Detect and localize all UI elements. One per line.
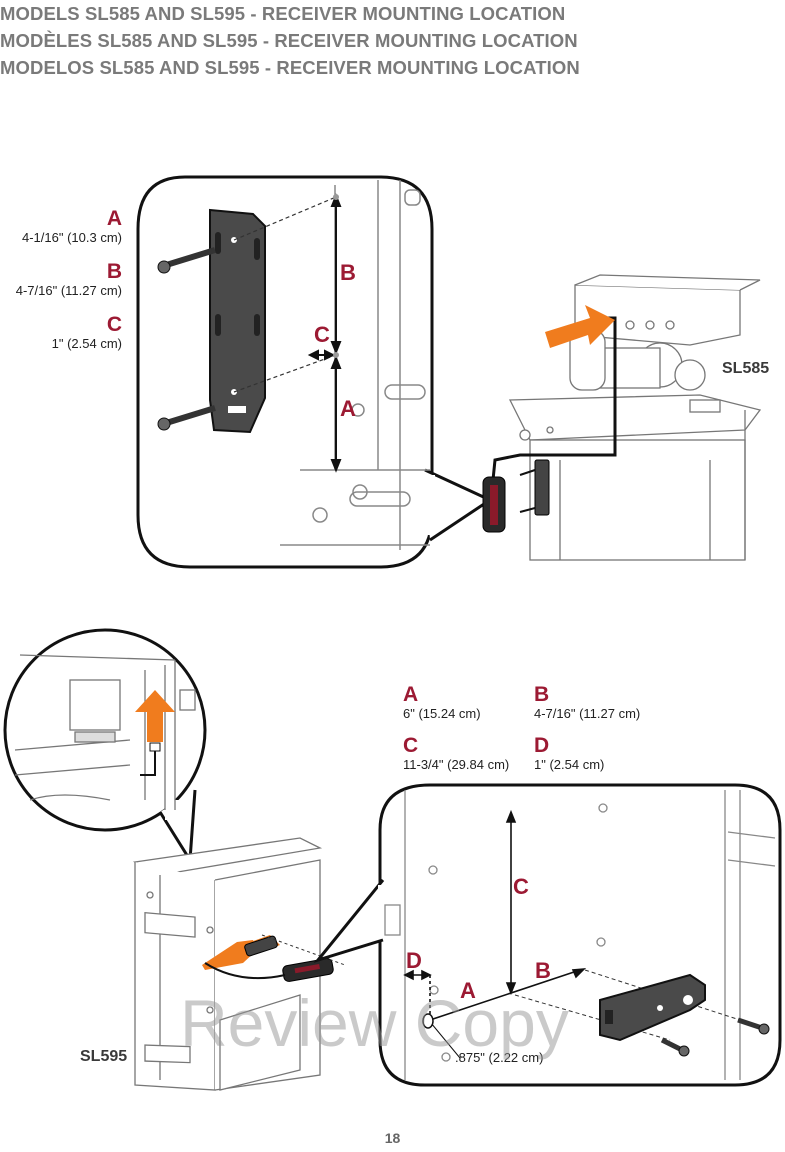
dim-letter: B xyxy=(534,683,550,706)
title-french: MODÈLES SL585 AND SL595 - RECEIVER MOUNT… xyxy=(0,30,578,51)
dim-letter: A xyxy=(106,207,122,230)
title-spanish: MODELOS SL585 AND SL595 - RECEIVER MOUNT… xyxy=(0,57,580,78)
sl595-callout-a: A xyxy=(460,978,476,1003)
review-copy-watermark: Review Copy xyxy=(180,986,569,1060)
dim-letter: C xyxy=(106,313,122,336)
sl585-dim-b: B 4-7/16" (11.27 cm) xyxy=(0,261,122,299)
sl595-model-label: SL595 xyxy=(80,1048,128,1065)
title-english: MODELS SL585 AND SL595 - RECEIVER MOUNTI… xyxy=(0,3,566,24)
sl595-detail-frame xyxy=(384,790,776,1080)
sl595-circle-callout xyxy=(3,628,207,865)
sl595-dim-d: D 1" (2.54 cm) xyxy=(534,735,604,773)
dim-value: 1" (2.54 cm) xyxy=(51,336,122,351)
sl585-hole-bottom xyxy=(333,352,339,358)
sl585-orange-arrow xyxy=(545,305,615,348)
dim-letter: A xyxy=(403,683,419,706)
sl585-operator-unit xyxy=(508,274,762,561)
dim-letter: D xyxy=(534,734,550,757)
sl585-dim-legend: A 4-1/16" (10.3 cm) B 4-7/16" (11.27 cm)… xyxy=(0,208,122,352)
sl585-receiver-and-wire xyxy=(482,316,617,533)
sl585-callout-bubble xyxy=(136,175,494,569)
sl595-dimension-lines xyxy=(403,809,587,1059)
sl585-model-label: SL585 xyxy=(722,360,770,377)
dim-value: 1" (2.54 cm) xyxy=(534,757,605,772)
sl595-drill-hole xyxy=(422,1013,434,1029)
sl585-callout-a: A xyxy=(340,396,356,421)
sl595-bracket-and-receiver xyxy=(202,934,346,982)
dim-letter: B xyxy=(106,260,122,283)
dim-value: 4-7/16" (11.27 cm) xyxy=(534,706,641,721)
sl595-callout-b: B xyxy=(535,958,551,983)
page-titles: MODELS SL585 AND SL595 - RECEIVER MOUNTI… xyxy=(0,0,580,81)
sl585-alignment-lines xyxy=(233,196,337,393)
sl585-receiver-bracket xyxy=(209,208,266,434)
sl585-dim-c: C 1" (2.54 cm) xyxy=(0,314,122,352)
sl595-callout-d: D xyxy=(406,948,422,973)
dim-value: 11-3/4" (29.84 cm) xyxy=(403,757,510,772)
dim-value: 6" (15.24 cm) xyxy=(403,706,481,721)
sl585-callout-b: B xyxy=(340,260,356,285)
sl585-hole-top xyxy=(333,194,339,200)
sl585-dim-a: A 4-1/16" (10.3 cm) xyxy=(0,208,122,246)
dim-letter: C xyxy=(403,734,419,757)
page-number: 18 xyxy=(384,1130,401,1146)
sl595-mounting-bracket xyxy=(599,973,706,1042)
sl585-dimension-lines xyxy=(307,193,342,473)
sl595-hole-size-note: .875" (2.22 cm) xyxy=(455,1050,544,1065)
sl595-dim-c: C 11-3/4" (29.84 cm) xyxy=(403,735,509,773)
sl585-screws xyxy=(157,247,216,431)
sl595-dim-b: B 4-7/16" (11.27 cm) xyxy=(534,684,640,722)
dim-value: 4-1/16" (10.3 cm) xyxy=(22,230,122,245)
sl595-screws xyxy=(660,1017,770,1057)
sl595-dashed-lines xyxy=(514,969,741,1041)
sl595-dim-a: A 6" (15.24 cm) xyxy=(403,684,481,722)
dim-value: 4-7/16" (11.27 cm) xyxy=(15,283,122,298)
sl585-callout-c: C xyxy=(314,322,330,347)
sl595-callout-c: C xyxy=(513,874,529,899)
